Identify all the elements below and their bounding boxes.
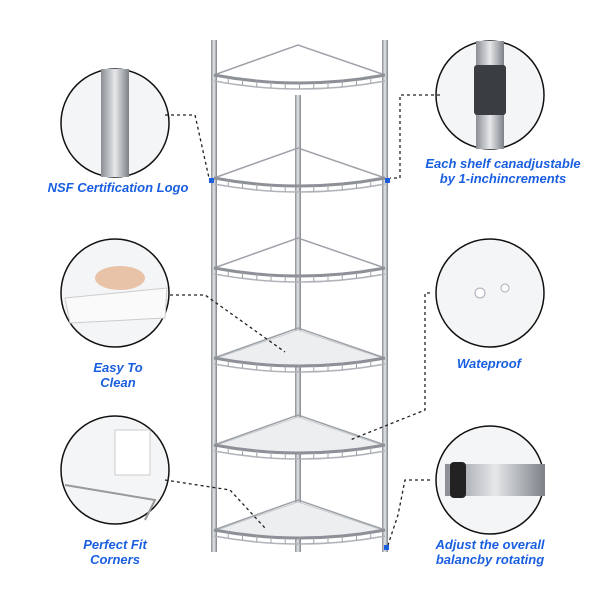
leveling-foot-icon	[435, 425, 545, 535]
pole-logo-closeup-icon	[60, 68, 170, 178]
shelf	[213, 147, 386, 193]
shelf	[213, 327, 386, 373]
feature-closeups	[60, 40, 545, 535]
marker-dot	[384, 545, 389, 550]
leader-line	[387, 479, 430, 546]
label-nsf: NSF Certification Logo	[47, 180, 189, 195]
leader-line	[165, 114, 210, 179]
label-waterproof: Wateproof	[456, 356, 522, 371]
shelf-frame	[209, 40, 390, 552]
shelf	[213, 44, 386, 90]
shelf	[213, 237, 386, 283]
hand-wiping-liner-icon	[60, 238, 170, 348]
shelf	[213, 414, 386, 460]
marker-dot	[385, 178, 390, 183]
leader-line	[390, 94, 440, 179]
marker-dot	[209, 178, 214, 183]
leader-line	[349, 292, 430, 441]
liner-corner-icon	[60, 415, 170, 525]
water-drops-liner-icon	[435, 238, 545, 348]
shelf-pole	[211, 40, 217, 552]
pole-sleeve-closeup-icon	[435, 40, 545, 150]
shelf-pole	[382, 40, 388, 552]
shelf	[213, 499, 386, 545]
shelf-pole	[295, 95, 301, 552]
leader-lines	[164, 94, 440, 546]
